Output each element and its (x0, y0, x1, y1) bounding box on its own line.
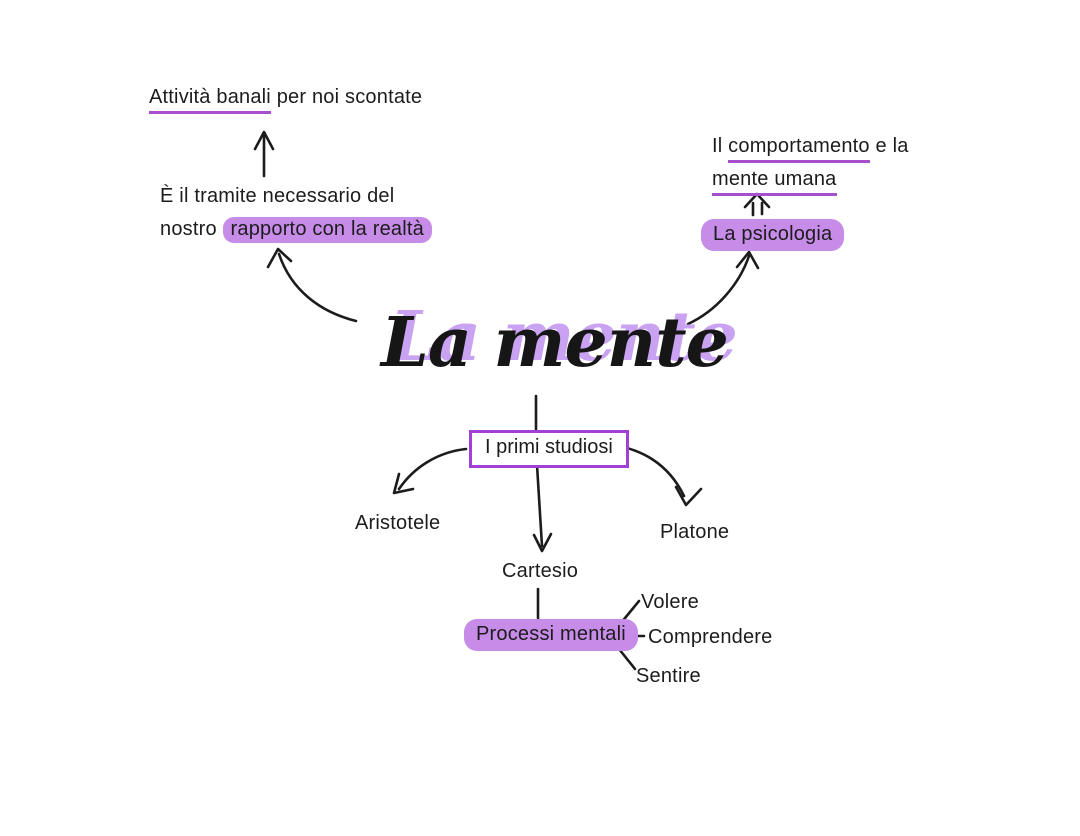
arrow-title-to-tramite-icon (266, 247, 358, 323)
comportamento-line1: Il comportamento e la (712, 133, 909, 163)
mente-umana-underlined-text: mente umana (712, 168, 837, 196)
comportamento-suffix: e la (869, 135, 909, 157)
node-sentire: Sentire (636, 665, 701, 687)
tramite-line2-prefix: nostro (160, 218, 223, 240)
arrow-studiosi-to-aristotele-icon (392, 447, 468, 495)
node-platone: Platone (660, 521, 730, 543)
arrow-title-to-psicologia-icon (686, 250, 760, 326)
tramite-line1: È il tramite necessario del (160, 185, 395, 207)
node-tramite: È il tramite necessario del nostro rappo… (160, 183, 432, 249)
node-cartesio: Cartesio (502, 560, 579, 582)
comportamento-line2: mente umana (712, 166, 909, 196)
node-volere: Volere (641, 591, 699, 613)
node-processi-mentali: Processi mentali (464, 619, 638, 651)
comportamento-underlined-text: comportamento (728, 135, 870, 163)
node-aristotele: Aristotele (355, 512, 441, 534)
arrow-tramite-to-attivita-icon (253, 130, 275, 178)
node-comprendere: Comprendere (648, 626, 773, 648)
attivita-underlined-text: Attività banali (149, 86, 271, 114)
attivita-rest-text: per noi scontate (270, 86, 423, 108)
arrow-studiosi-to-cartesio-icon (532, 463, 553, 553)
double-chevron-up-icon (743, 192, 771, 217)
node-comportamento: Il comportamento e la mente umana (712, 133, 909, 199)
node-studiosi-box: I primi studiosi (469, 430, 629, 468)
tramite-line2: nostro rapporto con la realtà (160, 216, 432, 243)
comportamento-prefix: Il (712, 135, 729, 157)
node-psicologia: La psicologia (701, 219, 845, 251)
node-attivita: Attività banali per noi scontate (149, 84, 423, 114)
mindmap-title: La mente (381, 303, 729, 383)
tramite-highlighted-text: rapporto con la realtà (222, 217, 432, 243)
